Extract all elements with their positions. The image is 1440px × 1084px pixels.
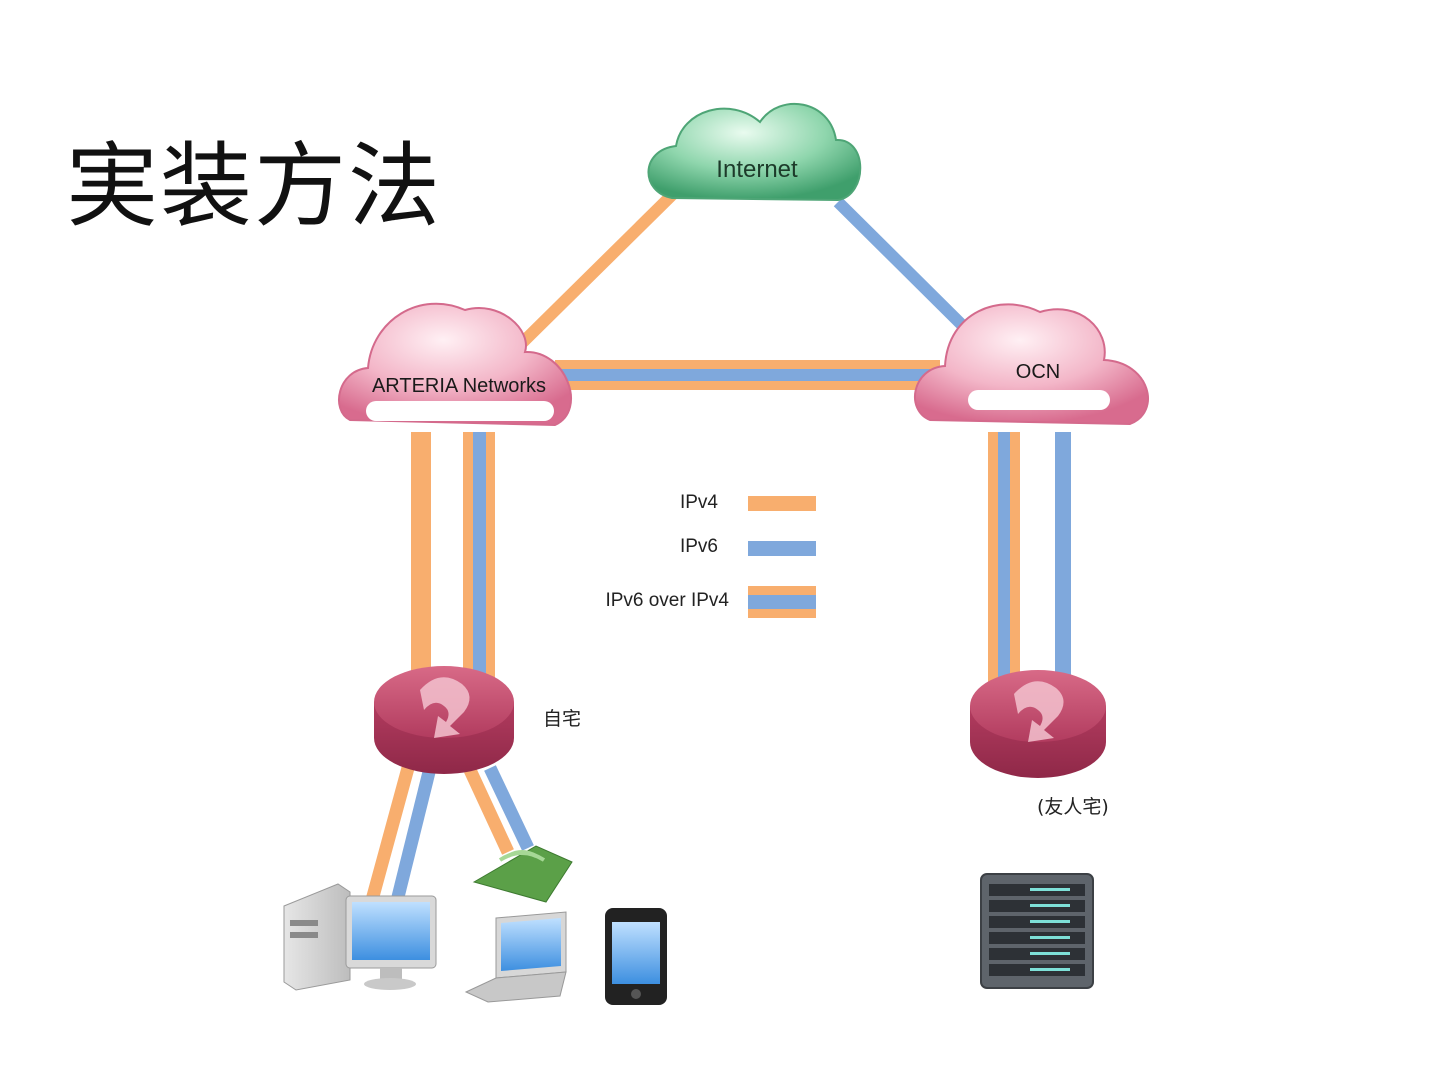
link-arteria-home-tunnel bbox=[463, 432, 495, 680]
link-router-desktop bbox=[365, 766, 437, 907]
internet-cloud bbox=[647, 102, 862, 202]
link-internet-ocn bbox=[833, 197, 970, 333]
desktop-pc-icon bbox=[283, 883, 437, 991]
arteria-label-plate bbox=[366, 401, 554, 421]
link-router-wifi bbox=[464, 765, 534, 855]
ocn-cloud bbox=[914, 303, 1149, 426]
friend-router bbox=[970, 670, 1106, 778]
ocn-cloud-label: OCN bbox=[1016, 361, 1060, 383]
link-arteria-ocn-tunnel bbox=[555, 360, 940, 390]
legend-ipv6-swatch bbox=[748, 541, 816, 556]
legend-tunnel-label: IPv6 over IPv4 bbox=[605, 590, 729, 611]
arteria-cloud bbox=[338, 302, 572, 427]
internet-cloud-label: Internet bbox=[716, 156, 798, 183]
slide-title: 実装方法 bbox=[66, 133, 443, 240]
friend-site-label: (友人宅) bbox=[1037, 796, 1109, 818]
link-ocn-friend-ipv6 bbox=[1055, 432, 1071, 680]
smartphone-icon bbox=[605, 908, 667, 1005]
link-internet-arteria bbox=[515, 187, 680, 350]
home-router bbox=[374, 666, 514, 774]
router-logo-icon bbox=[1014, 681, 1064, 742]
home-site-label: 自宅 bbox=[543, 708, 581, 730]
laptop-icon bbox=[464, 911, 567, 1003]
router-logo-icon bbox=[420, 677, 470, 738]
link-ocn-friend-tunnel bbox=[988, 432, 1020, 682]
legend-ipv4-swatch bbox=[748, 496, 816, 511]
arteria-cloud-label: ARTERIA Networks bbox=[372, 375, 546, 397]
legend-tunnel-swatch bbox=[748, 586, 816, 618]
legend-ipv6-label: IPv6 bbox=[680, 536, 718, 557]
link-arteria-home-ipv4 bbox=[411, 432, 431, 680]
legend-ipv4-label: IPv4 bbox=[680, 492, 718, 513]
legend: IPv4 IPv6 IPv6 over IPv4 bbox=[605, 492, 816, 618]
wifi-access-point-icon bbox=[472, 845, 573, 903]
ocn-label-plate bbox=[968, 390, 1110, 410]
nas-server-icon bbox=[980, 873, 1094, 989]
